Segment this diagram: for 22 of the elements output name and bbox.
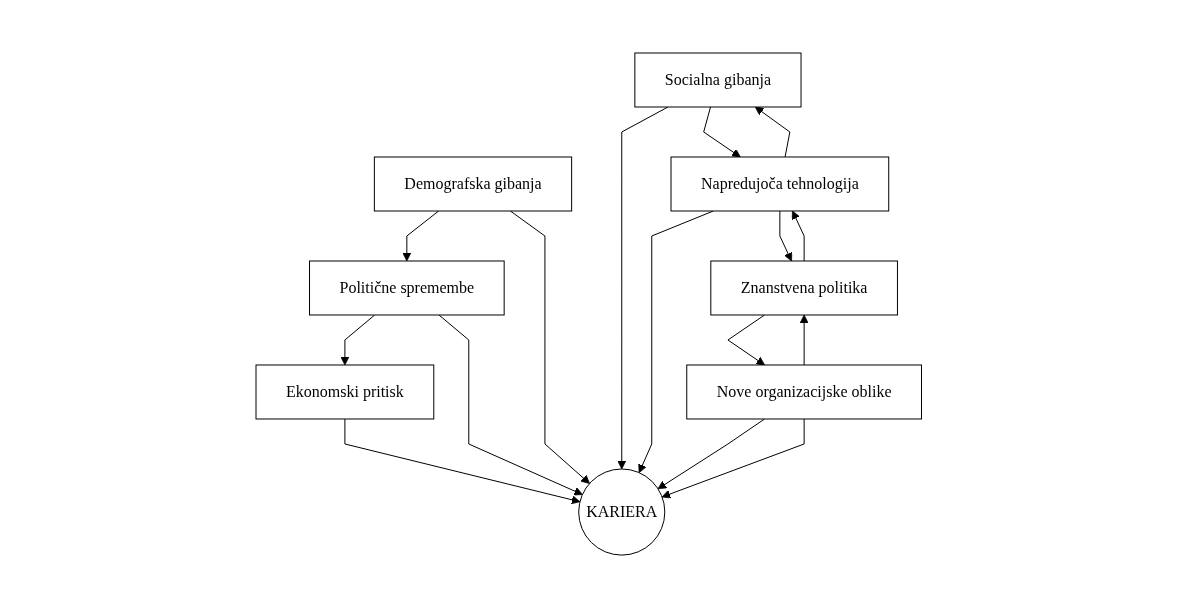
arrow	[438, 314, 584, 496]
arrow	[703, 106, 741, 158]
node-box: Politične spremembe	[309, 260, 505, 316]
arrow	[799, 314, 809, 366]
arrow	[510, 210, 591, 484]
arrow	[792, 210, 805, 262]
node-box: Znanstvena politika	[710, 260, 899, 316]
arrow	[402, 210, 440, 262]
arrow	[755, 106, 791, 158]
node-box: Nove organizacijske oblike	[686, 364, 923, 420]
arrow	[657, 418, 766, 490]
node-box: Napredujoča tehnologija	[670, 156, 890, 212]
arrow	[661, 418, 805, 499]
arrow	[617, 106, 669, 470]
arrow	[779, 210, 793, 262]
node-circle: KARIERA	[578, 468, 666, 556]
node-box: Demografska gibanja	[374, 156, 573, 212]
node-box: Ekonomski pritisk	[255, 364, 435, 420]
arrow	[344, 418, 581, 505]
arrow	[727, 314, 766, 366]
node-box: Socialna gibanja	[634, 52, 802, 108]
arrow	[340, 314, 376, 366]
